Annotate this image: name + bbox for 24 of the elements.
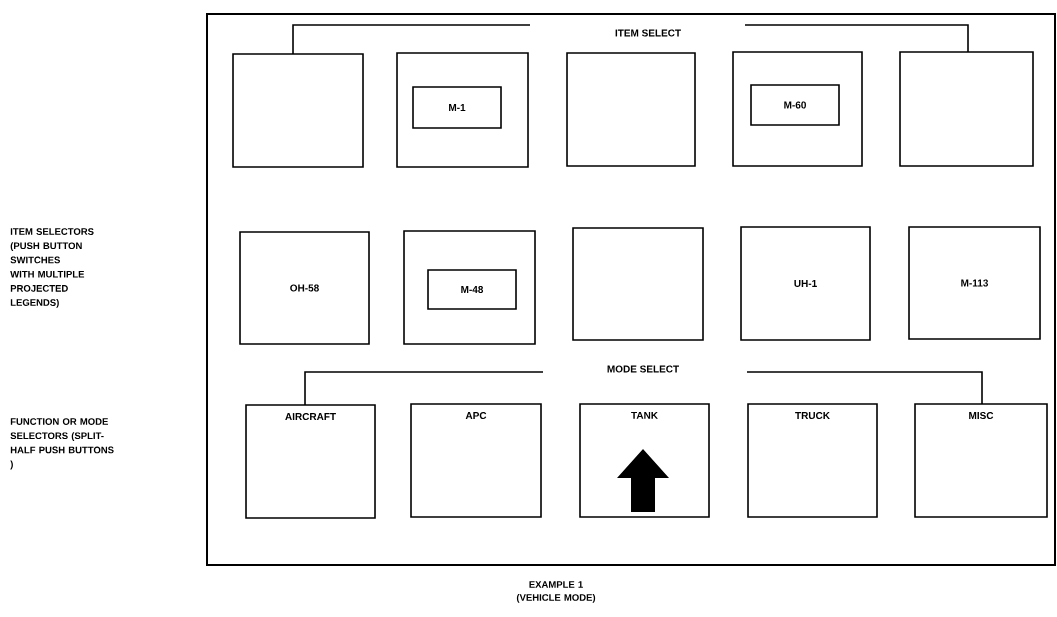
button-label-box: M-60 (750, 84, 840, 126)
push-button (396, 52, 529, 168)
push-button: TANK (579, 403, 710, 518)
push-button (566, 52, 696, 167)
section-label: MODE SELECT (607, 365, 679, 373)
button-label-box: M-1 (412, 86, 502, 129)
push-button: OH-58 (239, 231, 370, 345)
control-panel (206, 13, 1056, 566)
push-button (403, 230, 536, 345)
caption: EXAMPLE 1 (VEHICLE MODE) (516, 581, 596, 603)
push-button: UH-1 (740, 226, 871, 341)
side-note: ITEM SELECTORS (PUSH BUTTON SWITCHES WITH MULTIPLE PROJECTED LEGENDS) (10, 228, 94, 308)
push-button (732, 51, 863, 167)
push-button (572, 227, 704, 341)
button-label-box: M-48 (427, 269, 517, 310)
push-button: TRUCK (747, 403, 878, 518)
section-label: ITEM SELECT (615, 29, 681, 37)
side-note: FUNCTION OR MODE SELECTORS (SPLIT-HALF PUSH BUTTONS ) (10, 418, 114, 470)
push-button: APC (410, 403, 542, 518)
push-button (232, 53, 364, 168)
push-button: M-113 (908, 226, 1041, 340)
push-button (899, 51, 1034, 167)
push-button: MISC (914, 403, 1048, 518)
push-button: AIRCRAFT (245, 404, 376, 519)
